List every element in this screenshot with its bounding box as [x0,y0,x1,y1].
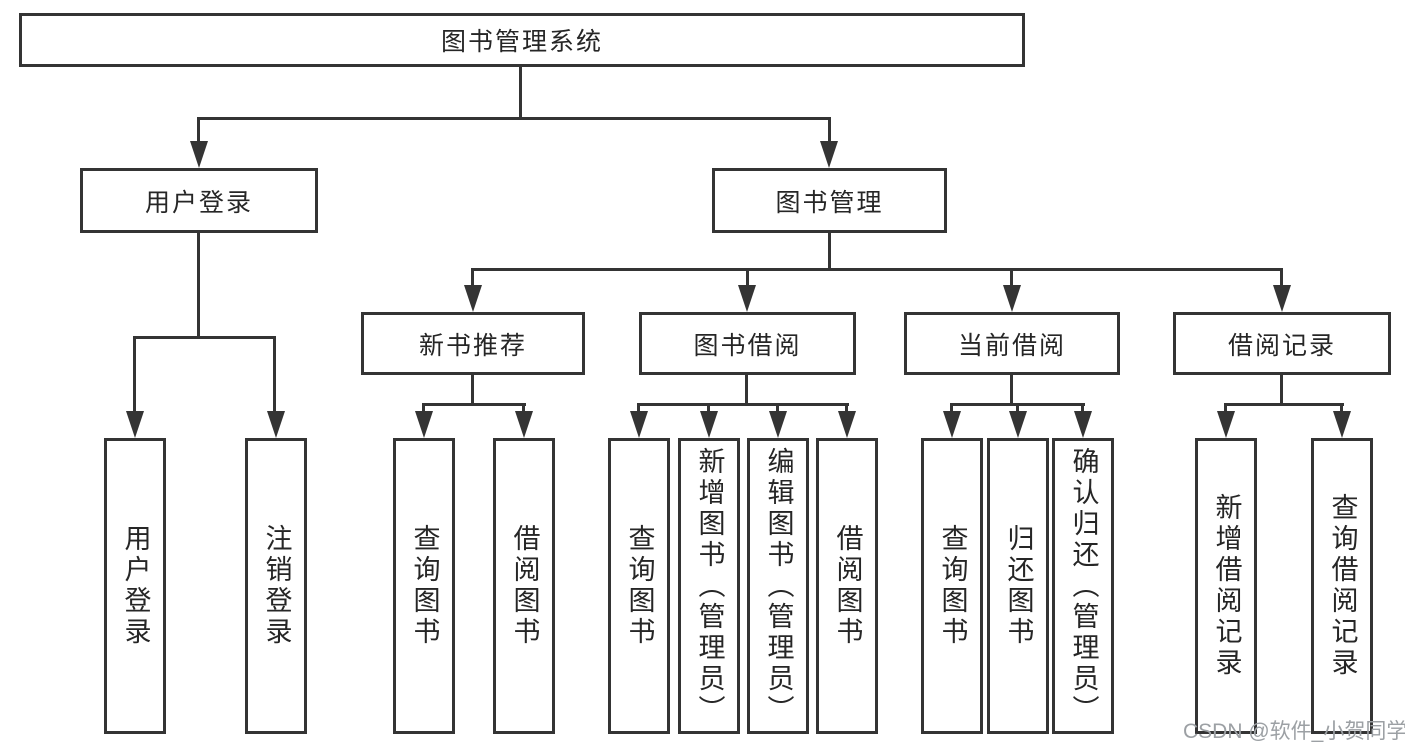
connector-line [845,403,848,416]
connector-line [1340,403,1343,416]
connector-line [197,117,200,146]
connector-line [471,375,474,406]
arrow-down-icon [1003,285,1021,312]
connector-line [197,233,200,338]
connector-line [1081,403,1084,416]
connector-line [1280,268,1283,290]
arrow-down-icon [1333,411,1351,438]
connector-line [133,336,276,339]
connector-line [828,117,831,146]
connector-line [637,403,640,416]
connector-line [471,268,474,290]
arrow-down-icon [1074,411,1092,438]
leaf-return-books: 归还图书 [987,438,1049,734]
connector-line [273,336,276,416]
leaf-borrow-books-recommend: 借阅图书 [493,438,555,734]
connector-line [746,268,749,290]
connector-line [745,375,748,406]
leaf-query-books-borrow: 查询图书 [608,438,670,734]
node-library-management-system: 图书管理系统 [19,13,1025,67]
node-book-borrowing: 图书借阅 [639,312,856,375]
csdn-watermark: CSDN @软件_小贺同学 [1183,720,1405,743]
arrow-down-icon [769,411,787,438]
arrow-down-icon [126,411,144,438]
connector-line [1224,403,1344,406]
connector-line [1016,403,1019,416]
node-user-login-group: 用户登录 [80,168,318,233]
leaf-edit-books-admin: 编辑图书（管理员） [747,438,809,734]
connector-line [637,403,849,406]
connector-line [828,233,831,271]
connector-line [1010,375,1013,406]
arrow-down-icon [415,411,433,438]
leaf-query-borrow-record: 查询借阅记录 [1311,438,1373,734]
leaf-user-login: 用户登录 [104,438,166,734]
connector-line [422,403,526,406]
leaf-logout: 注销登录 [245,438,307,734]
connector-line [950,403,953,416]
leaf-query-books-recommend: 查询图书 [393,438,455,734]
node-new-book-recommendation: 新书推荐 [361,312,585,375]
connector-line [1010,268,1013,290]
leaf-add-books-admin: 新增图书（管理员） [678,438,740,734]
arrow-down-icon [738,285,756,312]
connector-line [707,403,710,416]
leaf-borrow-books: 借阅图书 [816,438,878,734]
arrow-down-icon [700,411,718,438]
arrow-down-icon [943,411,961,438]
node-borrowing-records: 借阅记录 [1173,312,1391,375]
arrow-down-icon [630,411,648,438]
connector-line [133,336,136,416]
arrow-down-icon [190,141,208,168]
connector-line [519,67,522,118]
arrow-down-icon [820,141,838,168]
connector-line [422,403,425,416]
arrow-down-icon [1009,411,1027,438]
arrow-down-icon [1273,285,1291,312]
connector-line [1280,375,1283,406]
connector-line [197,117,831,120]
node-book-management: 图书管理 [712,168,947,233]
arrow-down-icon [515,411,533,438]
arrow-down-icon [464,285,482,312]
connector-line [522,403,525,416]
arrow-down-icon [1217,411,1235,438]
arrow-down-icon [267,411,285,438]
leaf-query-books-current: 查询图书 [921,438,983,734]
connector-line [776,403,779,416]
connector-line [471,268,1283,271]
node-current-borrowing: 当前借阅 [904,312,1120,375]
leaf-confirm-return-admin: 确认归还（管理员） [1052,438,1114,734]
leaf-add-borrow-record: 新增借阅记录 [1195,438,1257,734]
arrow-down-icon [838,411,856,438]
connector-line [1224,403,1227,416]
